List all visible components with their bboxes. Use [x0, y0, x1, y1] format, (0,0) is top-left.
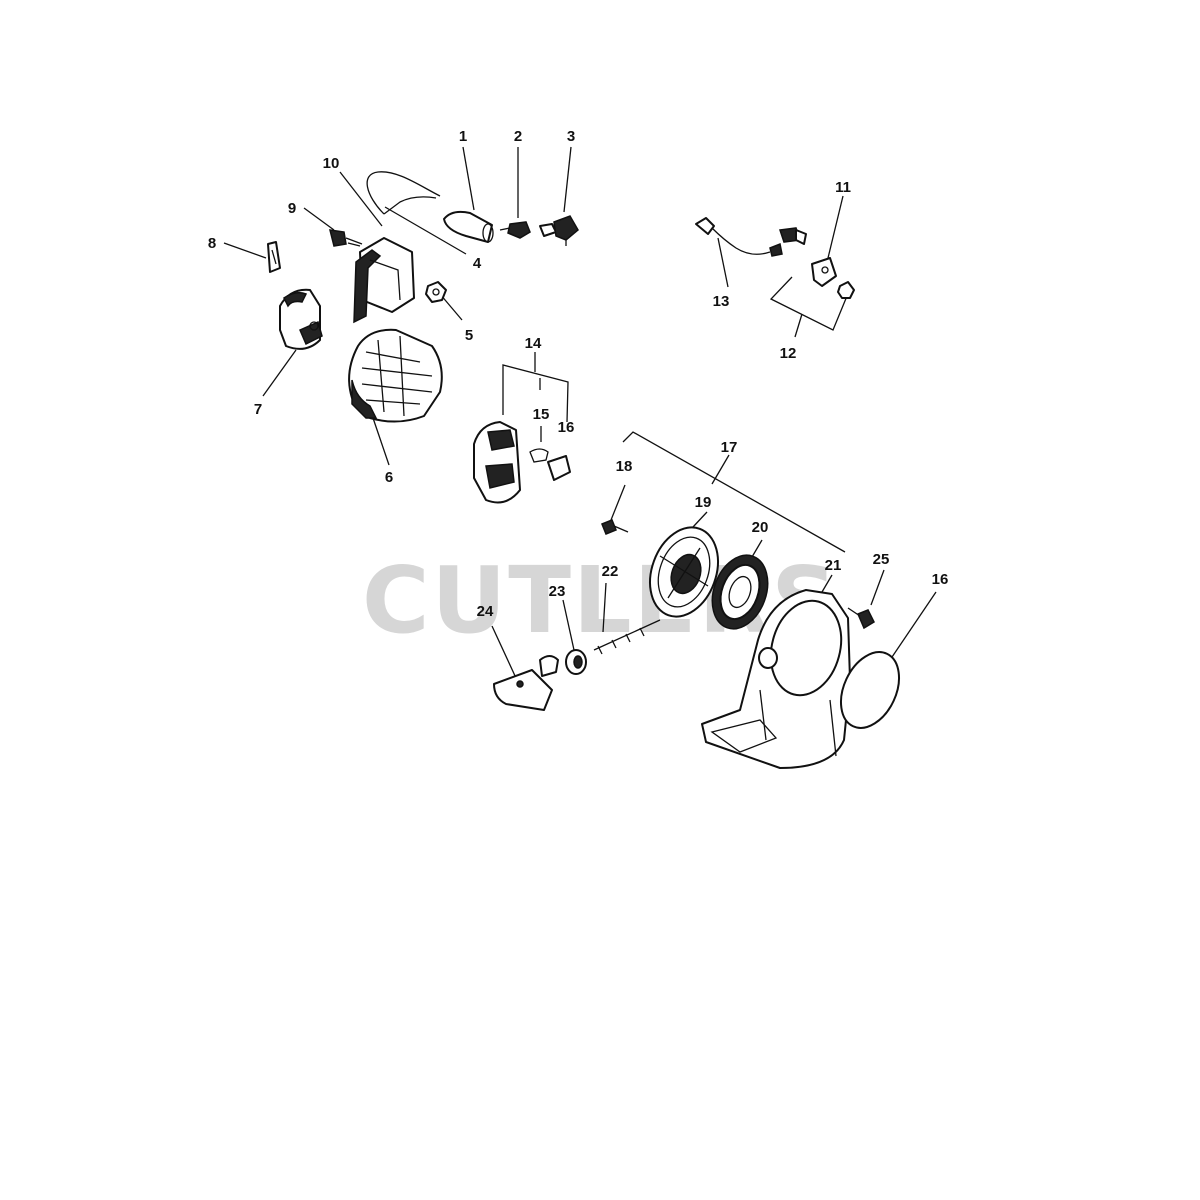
label-3: 3	[567, 128, 575, 145]
stop-switch	[778, 227, 855, 299]
ignition-screw	[329, 229, 363, 247]
rope-guide	[565, 649, 587, 675]
label-1: 1	[459, 128, 467, 145]
spark-plug-boot	[443, 210, 494, 243]
label-6: 6	[385, 469, 393, 486]
flywheel	[348, 328, 443, 423]
label-16-cover: 16	[932, 571, 949, 588]
starter-housing	[701, 589, 851, 769]
starter-rope	[593, 619, 661, 655]
label-18: 18	[616, 458, 633, 475]
label-23: 23	[549, 583, 566, 600]
nut	[425, 281, 447, 303]
cover-disc	[839, 651, 901, 729]
label-11: 11	[835, 179, 851, 196]
label-20: 20	[752, 519, 769, 536]
label-13: 13	[713, 293, 730, 310]
starter-pulley	[649, 526, 719, 618]
label-2: 2	[514, 128, 522, 145]
wire-harness	[695, 217, 783, 257]
label-10: 10	[323, 155, 340, 172]
label-17: 17	[721, 439, 738, 456]
recoil-spring	[711, 554, 769, 630]
leader-lines	[223, 146, 937, 679]
housing-screw	[847, 607, 875, 630]
bracket	[811, 257, 837, 287]
label-25: 25	[873, 551, 890, 568]
ignition-module	[353, 237, 415, 324]
label-19: 19	[695, 494, 712, 511]
label-22: 22	[602, 563, 619, 580]
label-5: 5	[465, 327, 473, 344]
label-16-coil: 16	[558, 419, 575, 436]
label-15: 15	[533, 406, 550, 423]
part-labels: 1 2 3 4 5 6 7 8 9 10 11 12 13 14 15 16 1…	[208, 128, 949, 620]
label-14: 14	[525, 335, 542, 352]
terminal-connector	[499, 221, 531, 239]
starter-screw	[601, 519, 629, 535]
spark-plug	[539, 215, 579, 246]
label-21: 21	[825, 557, 842, 574]
coil-assembly	[473, 421, 571, 504]
label-8: 8	[208, 235, 216, 252]
label-9: 9	[288, 200, 296, 217]
ignition-lead-wire	[366, 171, 441, 215]
starter-handle	[493, 655, 559, 711]
label-7: 7	[254, 401, 262, 418]
clip	[267, 241, 281, 273]
label-12: 12	[780, 345, 797, 362]
label-4: 4	[473, 255, 482, 272]
label-24: 24	[477, 603, 494, 620]
clutch-assembly	[279, 288, 323, 350]
